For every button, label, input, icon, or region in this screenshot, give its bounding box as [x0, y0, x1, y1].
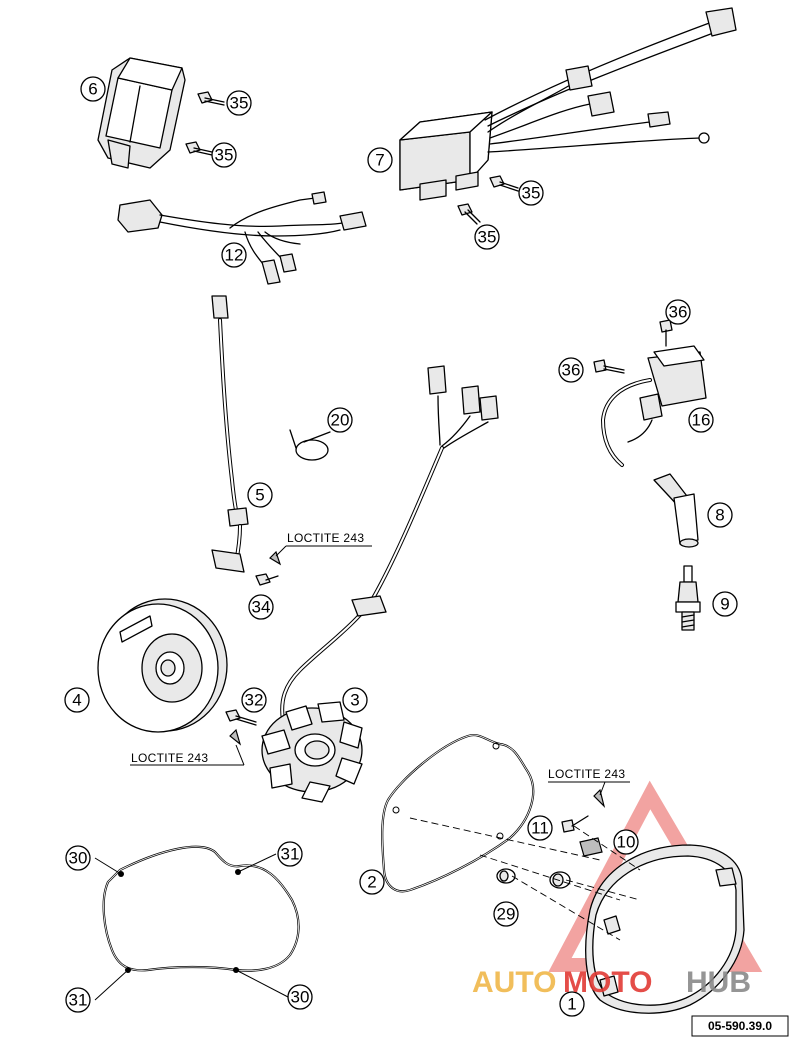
bolt-35-a: [197, 91, 225, 106]
callout-12: 12: [221, 242, 247, 268]
svg-text:35: 35: [478, 228, 497, 247]
callout-2: 2: [359, 869, 385, 895]
loctite-label-3: LOCTITE 243: [548, 767, 625, 781]
callout-32: 32: [241, 687, 267, 713]
bolt-35-b: [185, 141, 213, 156]
cdi-unit-7: [399, 7, 737, 201]
callout-29: 29: [493, 901, 519, 927]
callout-11: 11: [527, 815, 553, 841]
gasket-30-31: [102, 845, 300, 973]
bolt-36-a: [659, 319, 673, 347]
svg-text:35: 35: [230, 94, 249, 113]
callout-35-b: 35: [211, 142, 237, 168]
bolt-34: [255, 550, 282, 586]
wiring-harness-12: [117, 191, 367, 285]
callout-7: 7: [367, 147, 393, 173]
bolt-35-c: [489, 175, 519, 192]
callout-36-b: 36: [558, 357, 584, 383]
svg-text:12: 12: [225, 246, 244, 265]
svg-text:30: 30: [291, 988, 310, 1007]
callout-3: 3: [342, 687, 368, 713]
cable-tie-20: [289, 429, 331, 461]
flywheel-4: [97, 598, 228, 733]
svg-text:31: 31: [281, 845, 300, 864]
oring-29: [496, 868, 516, 884]
svg-text:1: 1: [567, 995, 576, 1014]
svg-text:34: 34: [252, 598, 271, 617]
svg-text:HUB: HUB: [686, 966, 751, 999]
svg-text:36: 36: [669, 303, 688, 322]
svg-text:20: 20: [331, 411, 350, 430]
svg-text:16: 16: [692, 411, 711, 430]
svg-text:5: 5: [255, 486, 264, 505]
svg-text:32: 32: [245, 691, 264, 710]
pickup-sensor-5: [211, 295, 249, 573]
svg-text:29: 29: [497, 905, 516, 924]
ignition-coil-16: [600, 345, 707, 467]
callout-31-a: 31: [277, 841, 303, 867]
svg-text:MOTO: MOTO: [563, 966, 652, 999]
svg-text:4: 4: [72, 691, 81, 710]
svg-text:AUTO: AUTO: [472, 966, 556, 999]
stator-3: [261, 365, 499, 803]
callout-31-b: 31: [65, 987, 91, 1013]
callout-10: 10: [613, 829, 639, 855]
bolt-32: [225, 709, 257, 746]
plug-10: [549, 837, 603, 889]
callout-35-a: 35: [226, 90, 252, 116]
svg-text:05-590.39.0: 05-590.39.0: [708, 1019, 772, 1033]
callout-4: 4: [64, 687, 90, 713]
svg-text:11: 11: [531, 819, 549, 838]
callout-5: 5: [247, 482, 273, 508]
loctite-label-1: LOCTITE 243: [287, 531, 364, 545]
callout-36-a: 36: [665, 299, 691, 325]
spark-plug-cap-8: [653, 473, 699, 548]
svg-text:8: 8: [715, 506, 724, 525]
callout-35-c: 35: [518, 180, 544, 206]
callout-20: 20: [327, 407, 353, 433]
svg-text:9: 9: [720, 595, 729, 614]
loctite-label-2: LOCTITE 243: [131, 751, 208, 765]
bolt-36-b: [593, 359, 625, 374]
reference-code-box: 05-590.39.0: [691, 1015, 789, 1037]
callout-30-a: 30: [65, 845, 91, 871]
callout-8: 8: [707, 502, 733, 528]
bolt-35-d: [457, 203, 481, 225]
svg-text:6: 6: [88, 80, 97, 99]
callout-9: 9: [712, 591, 738, 617]
svg-text:36: 36: [562, 361, 581, 380]
cdi-unit-6: [97, 57, 186, 169]
svg-text:31: 31: [69, 991, 88, 1010]
callout-6: 6: [80, 76, 106, 102]
callout-35-d: 35: [474, 224, 500, 250]
gasket-2: [381, 734, 535, 893]
svg-text:35: 35: [215, 146, 234, 165]
ignition-cover-1: [585, 844, 745, 1014]
callout-34: 34: [248, 594, 274, 620]
watermark-text: AUTO MOTO HUB: [472, 966, 751, 999]
callout-16: 16: [688, 407, 714, 433]
svg-text:35: 35: [522, 184, 541, 203]
svg-text:2: 2: [367, 873, 376, 892]
assembly-lines: [409, 817, 641, 941]
svg-text:30: 30: [69, 849, 88, 868]
screw-11: [561, 788, 606, 833]
spark-plug-9: [675, 565, 701, 631]
leader-lines: [94, 545, 630, 1001]
svg-text:7: 7: [375, 151, 384, 170]
callout-1: 1: [559, 991, 585, 1017]
svg-text:10: 10: [617, 833, 636, 852]
callout-30-b: 30: [287, 984, 313, 1010]
svg-text:3: 3: [350, 691, 359, 710]
